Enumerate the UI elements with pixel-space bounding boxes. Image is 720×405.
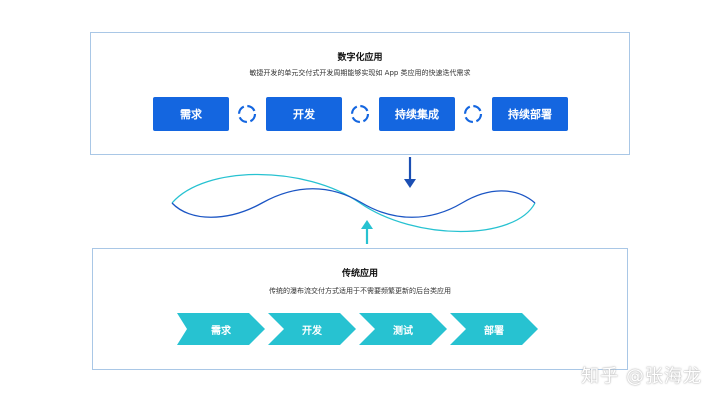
cycle-icon xyxy=(237,104,257,124)
digital-app-subtitle: 敏捷开发的单元交付式开发周期能够实现如 App 类应用的快速迭代需求 xyxy=(249,69,471,77)
chevron-label: 需求 xyxy=(211,325,231,337)
step-continuous-deployment: 持续部署 xyxy=(492,97,568,131)
chevron-label: 开发 xyxy=(302,325,322,337)
cycle-icon xyxy=(463,104,483,124)
watermark: 知乎 @张海龙 xyxy=(581,366,702,387)
traditional-app-title: 传统应用 xyxy=(341,269,378,279)
step-requirements: 需求 xyxy=(153,97,229,131)
digital-wave xyxy=(171,188,536,218)
step-continuous-integration: 持续集成 xyxy=(379,97,455,131)
digital-app-title: 数字化应用 xyxy=(337,53,383,63)
chevron-label: 测试 xyxy=(393,325,413,337)
cycle-icon xyxy=(350,104,370,124)
chevron-label: 部署 xyxy=(484,325,504,337)
traditional-app-panel: 传统应用 传统的瀑布流交付方式适用于不需要频繁更新的后台类应用 需求 开发 测试… xyxy=(92,248,628,370)
step-develop: 开发 xyxy=(266,97,342,131)
chevron-requirements: 需求 xyxy=(177,313,265,345)
chevron-develop: 开发 xyxy=(268,313,356,345)
arrow-down-icon xyxy=(404,157,416,188)
chevron-test: 测试 xyxy=(359,313,447,345)
arrow-up-icon xyxy=(361,220,373,244)
chevron-deploy: 部署 xyxy=(450,313,538,345)
digital-app-panel: 数字化应用 敏捷开发的单元交付式开发周期能够实现如 App 类应用的快速迭代需求… xyxy=(90,32,630,155)
traditional-wave xyxy=(171,173,536,233)
traditional-app-subtitle: 传统的瀑布流交付方式适用于不需要频繁更新的后台类应用 xyxy=(269,287,451,295)
